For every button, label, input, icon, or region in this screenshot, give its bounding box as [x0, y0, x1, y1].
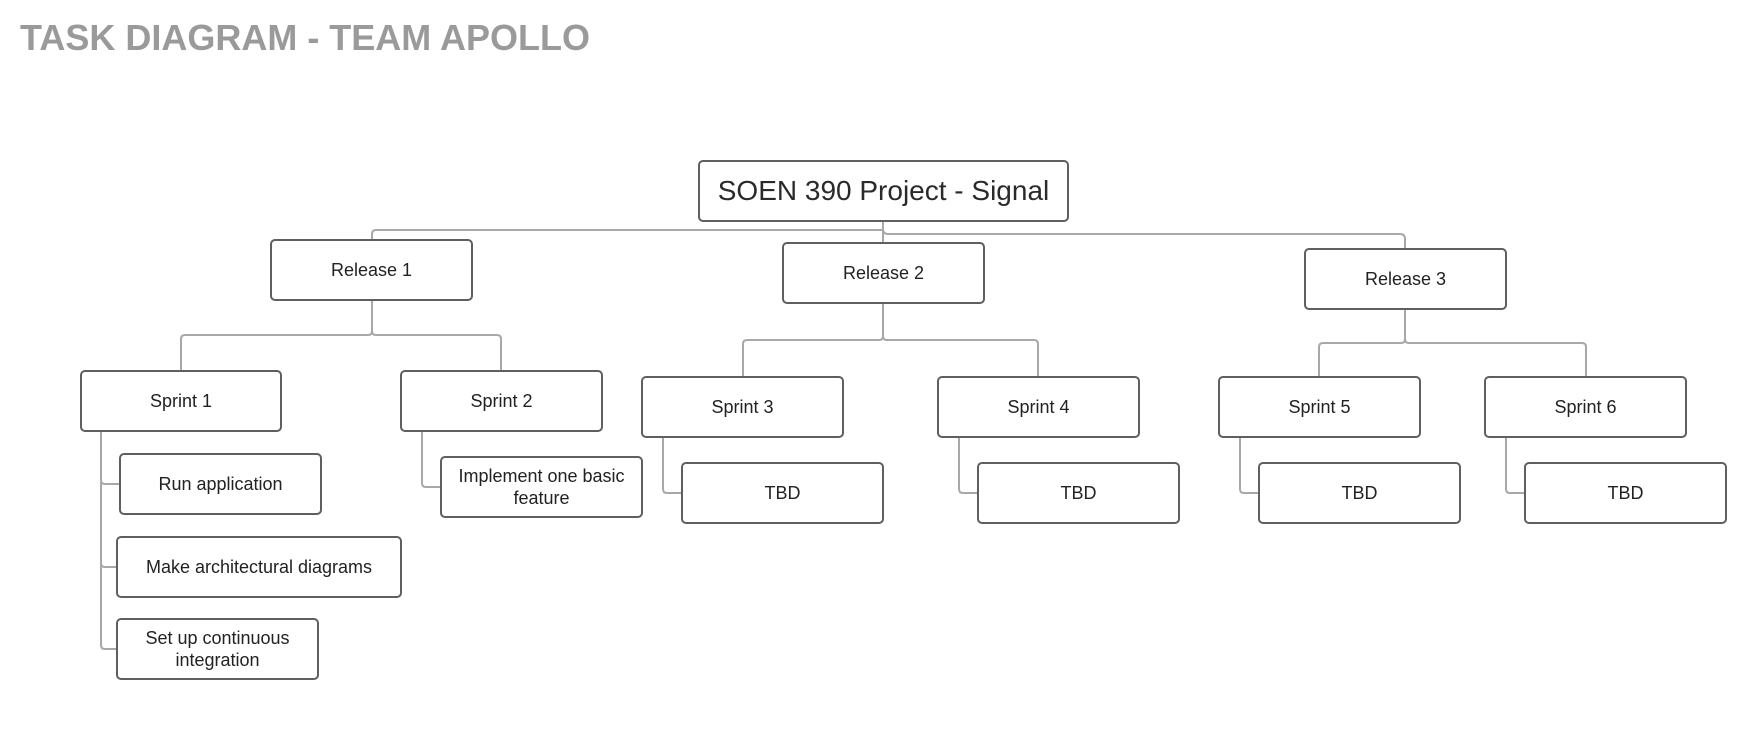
sprint-node-label: Sprint 5: [1288, 397, 1351, 417]
release-node-label: Release 3: [1364, 269, 1447, 289]
release-node-label: Release 1: [330, 260, 413, 280]
connector-release3-sprint5: [1318, 310, 1406, 376]
sprint-node-label: Sprint 2: [470, 391, 533, 411]
task-node-label: Set up continuous integration: [145, 628, 290, 670]
task-node-label: TBD: [1341, 483, 1378, 503]
sprint-node-2: Sprint 2: [400, 370, 603, 432]
connector-root-release3: [882, 222, 1406, 248]
sprint-node-5: Sprint 5: [1218, 376, 1421, 438]
task-node-sprint5-tbd: TBD: [1258, 462, 1461, 524]
connector-root-release1: [371, 222, 884, 239]
sprint-node-4: Sprint 4: [937, 376, 1140, 438]
sprint-node-label: Sprint 1: [149, 391, 213, 411]
task-node-basic-feature: Implement one basic feature: [440, 456, 643, 518]
release-node-3: Release 3: [1304, 248, 1507, 310]
task-node-label: Implement one basic feature: [458, 466, 625, 508]
task-node-label: TBD: [1607, 483, 1644, 503]
release-node-1: Release 1: [270, 239, 473, 301]
task-node-sprint4-tbd: TBD: [977, 462, 1180, 524]
sprint-node-label: Sprint 6: [1554, 397, 1617, 417]
task-node-continuous-integration: Set up continuous integration: [116, 618, 319, 680]
task-node-label: TBD: [764, 483, 801, 503]
connector-release2-sprint3: [742, 304, 884, 376]
connector-release1-sprint1: [180, 301, 373, 370]
task-node-run-application: Run application: [119, 453, 322, 515]
connector-sprint1-tasks: [100, 432, 116, 650]
task-node-label: Run application: [158, 474, 283, 494]
connector-sprint3-task: [662, 438, 681, 494]
page-title: TASK DIAGRAM - TEAM APOLLO: [20, 17, 590, 58]
sprint-node-label: Sprint 4: [1007, 397, 1070, 417]
connector-release1-sprint2: [371, 301, 502, 370]
connector-sprint6-task: [1505, 438, 1524, 494]
task-node-label: Make architectural diagrams: [145, 557, 373, 577]
release-node-label: Release 2: [842, 263, 925, 283]
sprint-node-1: Sprint 1: [80, 370, 282, 432]
task-node-sprint6-tbd: TBD: [1524, 462, 1727, 524]
connector-sprint1-task1: [100, 479, 119, 485]
connector-sprint2-task: [421, 432, 440, 488]
connector-sprint4-task: [958, 438, 977, 494]
task-node-sprint3-tbd: TBD: [681, 462, 884, 524]
connector-release3-sprint6: [1404, 310, 1587, 376]
sprint-node-3: Sprint 3: [641, 376, 844, 438]
root-node: SOEN 390 Project - Signal: [698, 160, 1069, 222]
sprint-node-6: Sprint 6: [1484, 376, 1687, 438]
release-node-2: Release 2: [782, 242, 985, 304]
connector-release2-sprint4: [882, 304, 1039, 376]
root-node-label: SOEN 390 Project - Signal: [717, 175, 1050, 206]
sprint-node-label: Sprint 3: [711, 397, 774, 417]
connector-sprint1-task2: [100, 562, 116, 568]
task-node-label: TBD: [1060, 483, 1097, 503]
task-node-architectural-diagrams: Make architectural diagrams: [116, 536, 402, 598]
connector-sprint5-task: [1239, 438, 1258, 494]
